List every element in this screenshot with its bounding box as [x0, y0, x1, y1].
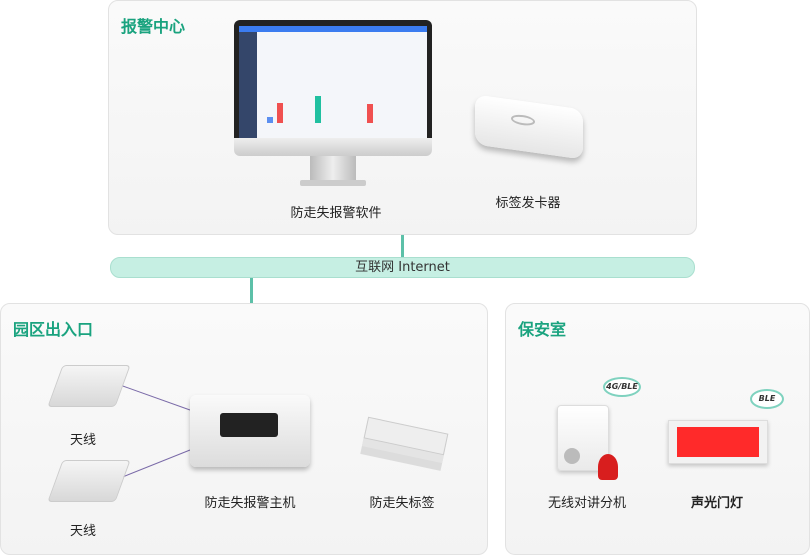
- door-light-label: 声光门灯: [690, 496, 744, 511]
- door-light-image: [668, 420, 768, 464]
- software-label: 防走失报警软件: [290, 206, 382, 221]
- monitor-image: [234, 20, 432, 188]
- connector-line: [401, 234, 404, 258]
- alarm-host-image: [190, 395, 310, 467]
- antenna-label: 天线: [69, 524, 97, 539]
- panel-title: 保安室: [518, 320, 567, 339]
- tag-label: 防走失标签: [369, 496, 435, 511]
- light-bubble: BLE: [750, 389, 784, 409]
- panel-title: 报警中心: [121, 17, 186, 36]
- alarm-host-label: 防走失报警主机: [204, 496, 296, 511]
- intercom-label: 无线对讲分机: [547, 496, 627, 511]
- internet-pipe: 互联网 Internet: [110, 257, 695, 278]
- panel-title: 园区出入口: [13, 320, 94, 339]
- card-issuer-label: 标签发卡器: [495, 196, 561, 211]
- intercom-bubble: 4G/BLE: [603, 377, 641, 397]
- antenna-label: 天线: [69, 433, 97, 448]
- intercom-image: [557, 405, 618, 480]
